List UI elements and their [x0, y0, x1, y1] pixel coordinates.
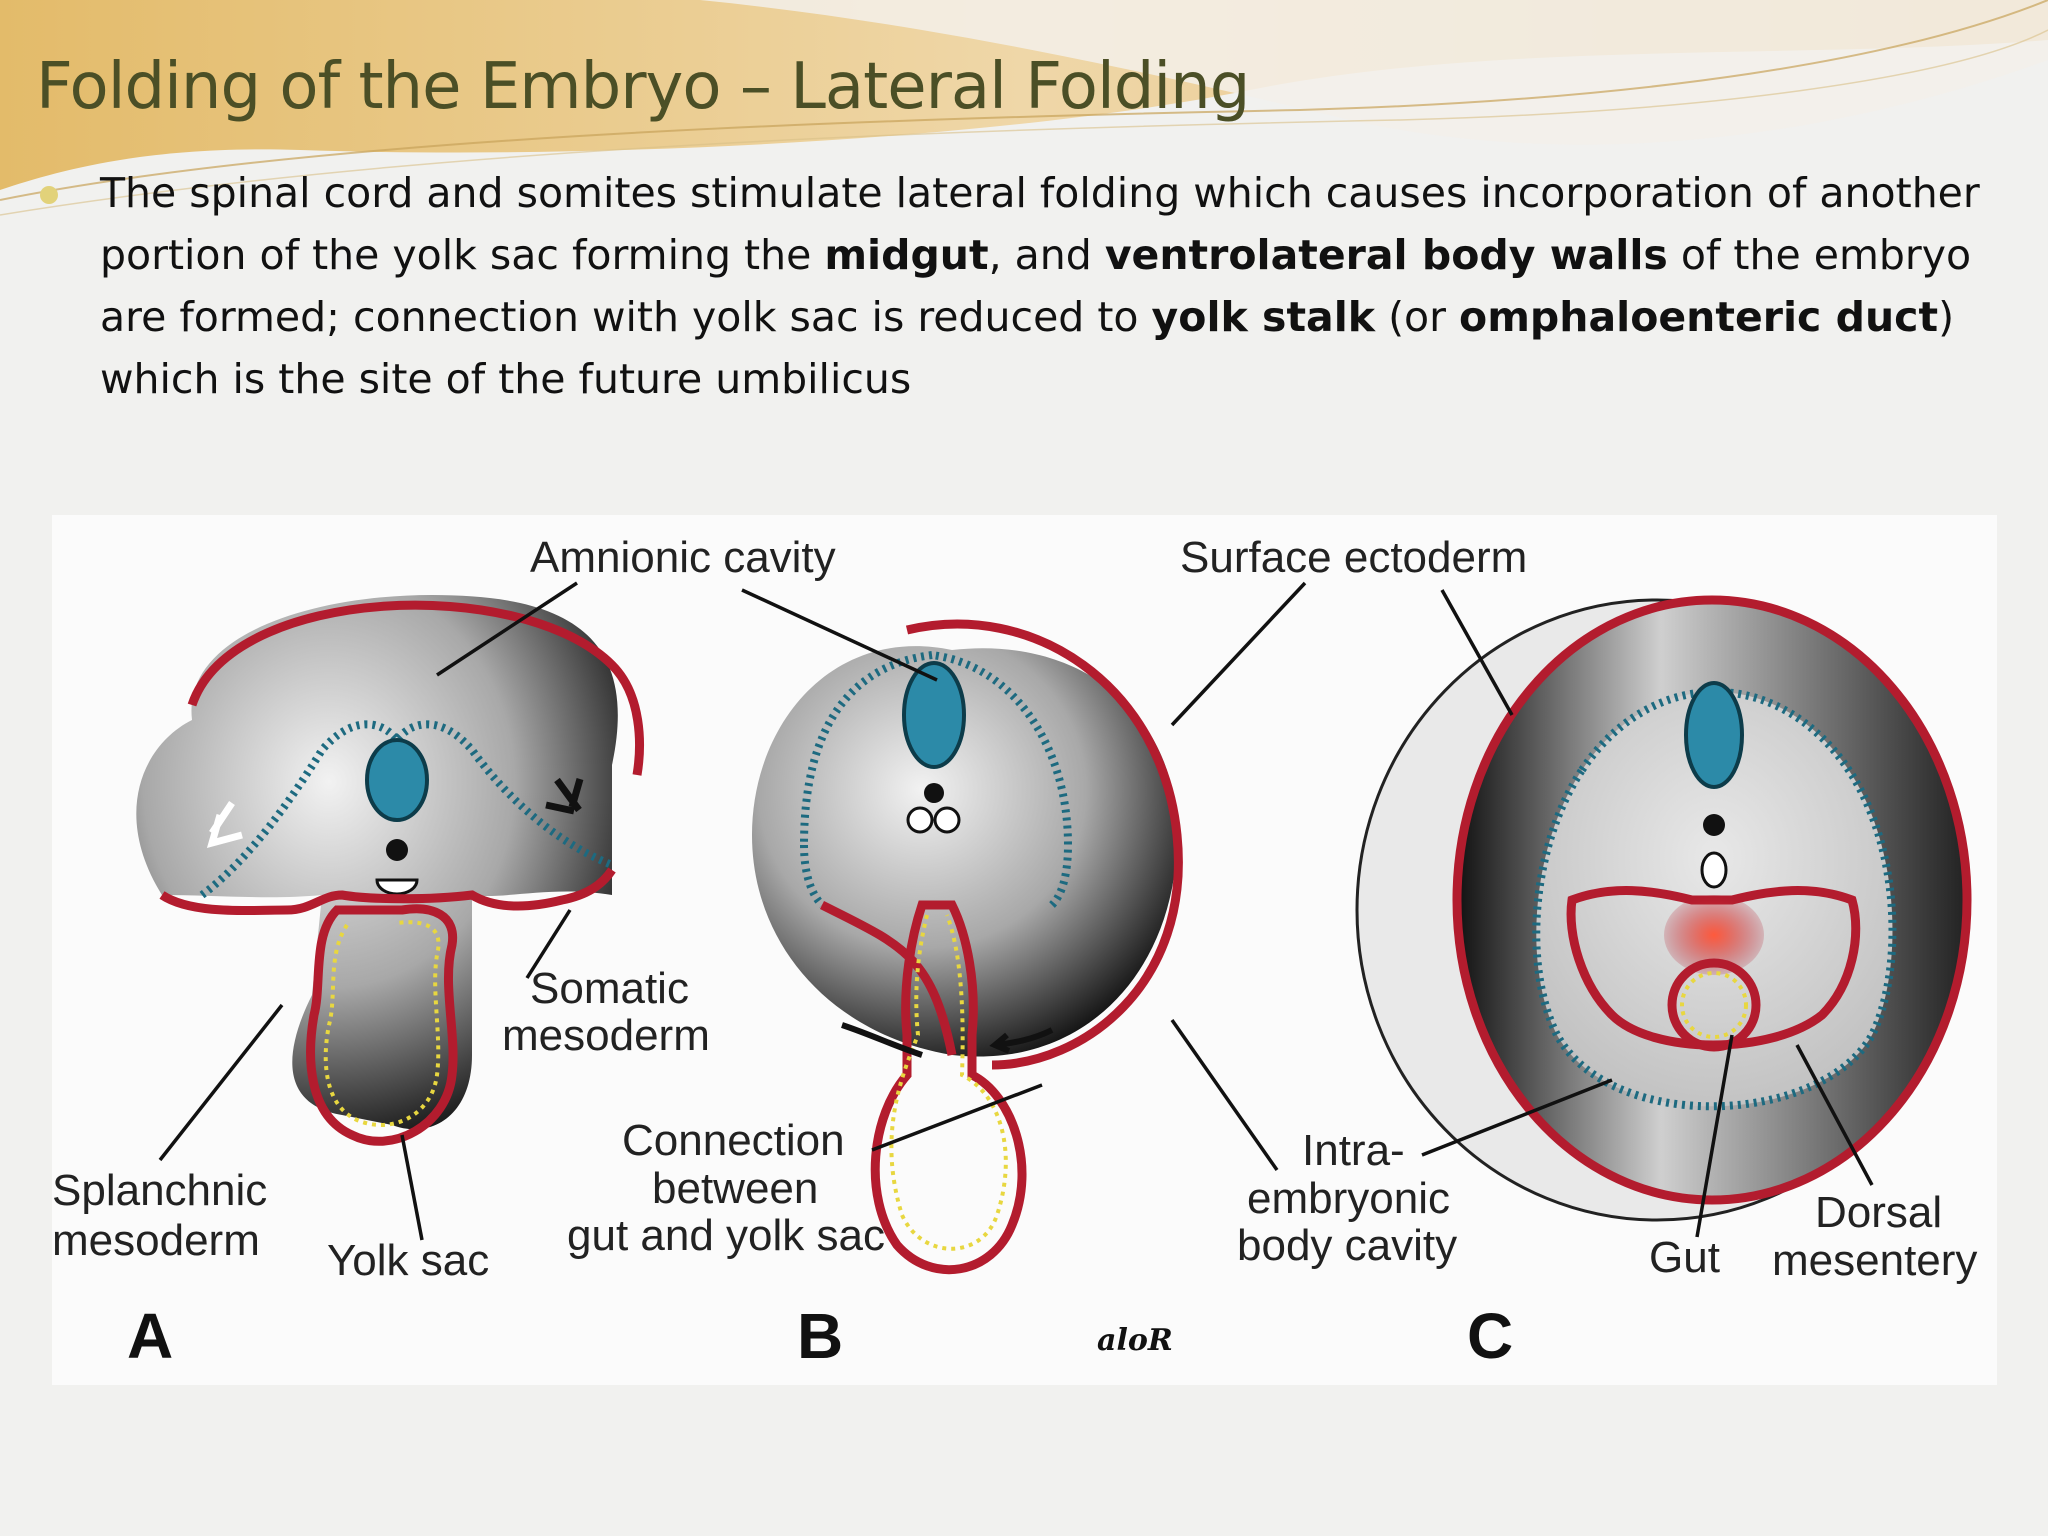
panel-b-drawing	[752, 619, 1183, 1275]
term-midgut: midgut	[824, 231, 989, 279]
panel-a-drawing	[136, 595, 644, 1146]
label-embryonic: embryonic	[1247, 1174, 1450, 1223]
label-splanchnic-mesoderm: mesoderm	[52, 1216, 260, 1265]
leader-lines	[158, 581, 1874, 1241]
panel-letter-a: A	[127, 1300, 173, 1372]
artist-signature: aloR	[1097, 1323, 1173, 1358]
label-somatic-mesoderm: mesoderm	[502, 1011, 710, 1060]
label-gut: Gut	[1649, 1233, 1720, 1282]
label-surface-ectoderm: Surface ectoderm	[1180, 533, 1527, 582]
panel-letter-b: B	[797, 1300, 843, 1372]
panel-c-drawing	[1355, 595, 1972, 1222]
label-between: between	[652, 1164, 818, 1213]
term-yolk-stalk: yolk stalk	[1151, 293, 1376, 341]
label-dorsal: Dorsal	[1815, 1188, 1942, 1237]
bullet-text-part: of the embryo are formed; connection wit…	[100, 231, 1972, 341]
label-amnionic-cavity: Amnionic cavity	[530, 533, 836, 582]
slide-title: Folding of the Embryo – Lateral Folding	[36, 50, 1250, 124]
label-connection: Connection	[622, 1116, 845, 1165]
label-somatic: Somatic	[530, 964, 689, 1013]
bullet-text: The spinal cord and somites stimulate la…	[100, 162, 1990, 410]
bullet-text-part: The spinal cord and somites stimulate la…	[100, 169, 1980, 279]
panel-letter-c: C	[1467, 1300, 1513, 1372]
bullet-text-part: ) which is the site of the future umbili…	[100, 293, 1955, 403]
label-intra: Intra-	[1302, 1126, 1405, 1175]
lateral-folding-figure: Amnionic cavity Surface ectoderm Somatic…	[52, 515, 1997, 1385]
label-gut-and-yolk-sac: gut and yolk sac	[567, 1211, 885, 1260]
label-dorsal-mesentery: mesentery	[1772, 1236, 1977, 1285]
term-ventrolateral-body-walls: ventrolateral body walls	[1104, 231, 1668, 279]
bullet-dot	[40, 186, 58, 204]
bullet-text-part: (or	[1375, 293, 1460, 341]
bullet-text-part: , and	[988, 231, 1105, 279]
label-yolk-sac: Yolk sac	[327, 1236, 489, 1285]
label-splanchnic: Splanchnic	[52, 1166, 267, 1215]
label-body-cavity: body cavity	[1237, 1221, 1457, 1270]
term-omphaloenteric-duct: omphaloenteric duct	[1459, 293, 1939, 341]
